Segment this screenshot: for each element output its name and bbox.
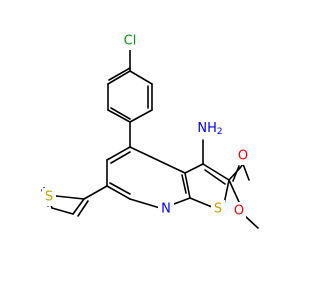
bond-line <box>129 109 153 123</box>
bond-line <box>109 182 131 195</box>
bond-line <box>106 146 131 161</box>
bond-line <box>77 200 89 217</box>
bond-line <box>107 109 131 123</box>
bond-line <box>55 195 85 200</box>
bond-line <box>232 165 240 182</box>
bond-line <box>202 163 230 181</box>
bond-line <box>204 169 226 185</box>
atom-labels: Cl NH2 N S S O O <box>42 32 250 220</box>
bond-line <box>244 215 259 229</box>
bond-line <box>107 70 131 85</box>
bond-line <box>129 146 186 174</box>
bond-line <box>129 198 161 209</box>
bond-line <box>184 172 191 199</box>
bond-line <box>228 179 240 203</box>
bond-line <box>110 107 131 120</box>
chlorine-atom: Cl <box>124 34 137 49</box>
amino-group: NH2 <box>197 121 222 138</box>
carbonyl-oxygen-atom: O <box>238 149 248 164</box>
bond-line <box>173 197 191 205</box>
amino-subscript: 2 <box>217 127 223 137</box>
bond-line <box>108 67 131 81</box>
amino-nh-text: NH <box>197 121 217 136</box>
bond-line <box>242 163 250 181</box>
pyridine-nitrogen-atom: N <box>161 202 171 217</box>
bond-line <box>72 198 85 215</box>
bond-line <box>129 70 153 85</box>
bond-line <box>189 197 213 208</box>
ester-oxygen-atom: O <box>234 204 244 219</box>
molecule-structure: Cl NH2 N S S O O <box>41 32 259 229</box>
bond-line <box>181 174 187 194</box>
thienyl-sulfur-atom: S <box>45 190 53 205</box>
thiophene-sulfur-atom: S <box>214 202 222 217</box>
bond-line <box>83 185 108 200</box>
bond-line <box>106 185 131 200</box>
bond-line <box>51 207 74 215</box>
bond-line <box>184 163 204 174</box>
bond-line <box>110 151 131 164</box>
bond-lines <box>41 48 259 229</box>
